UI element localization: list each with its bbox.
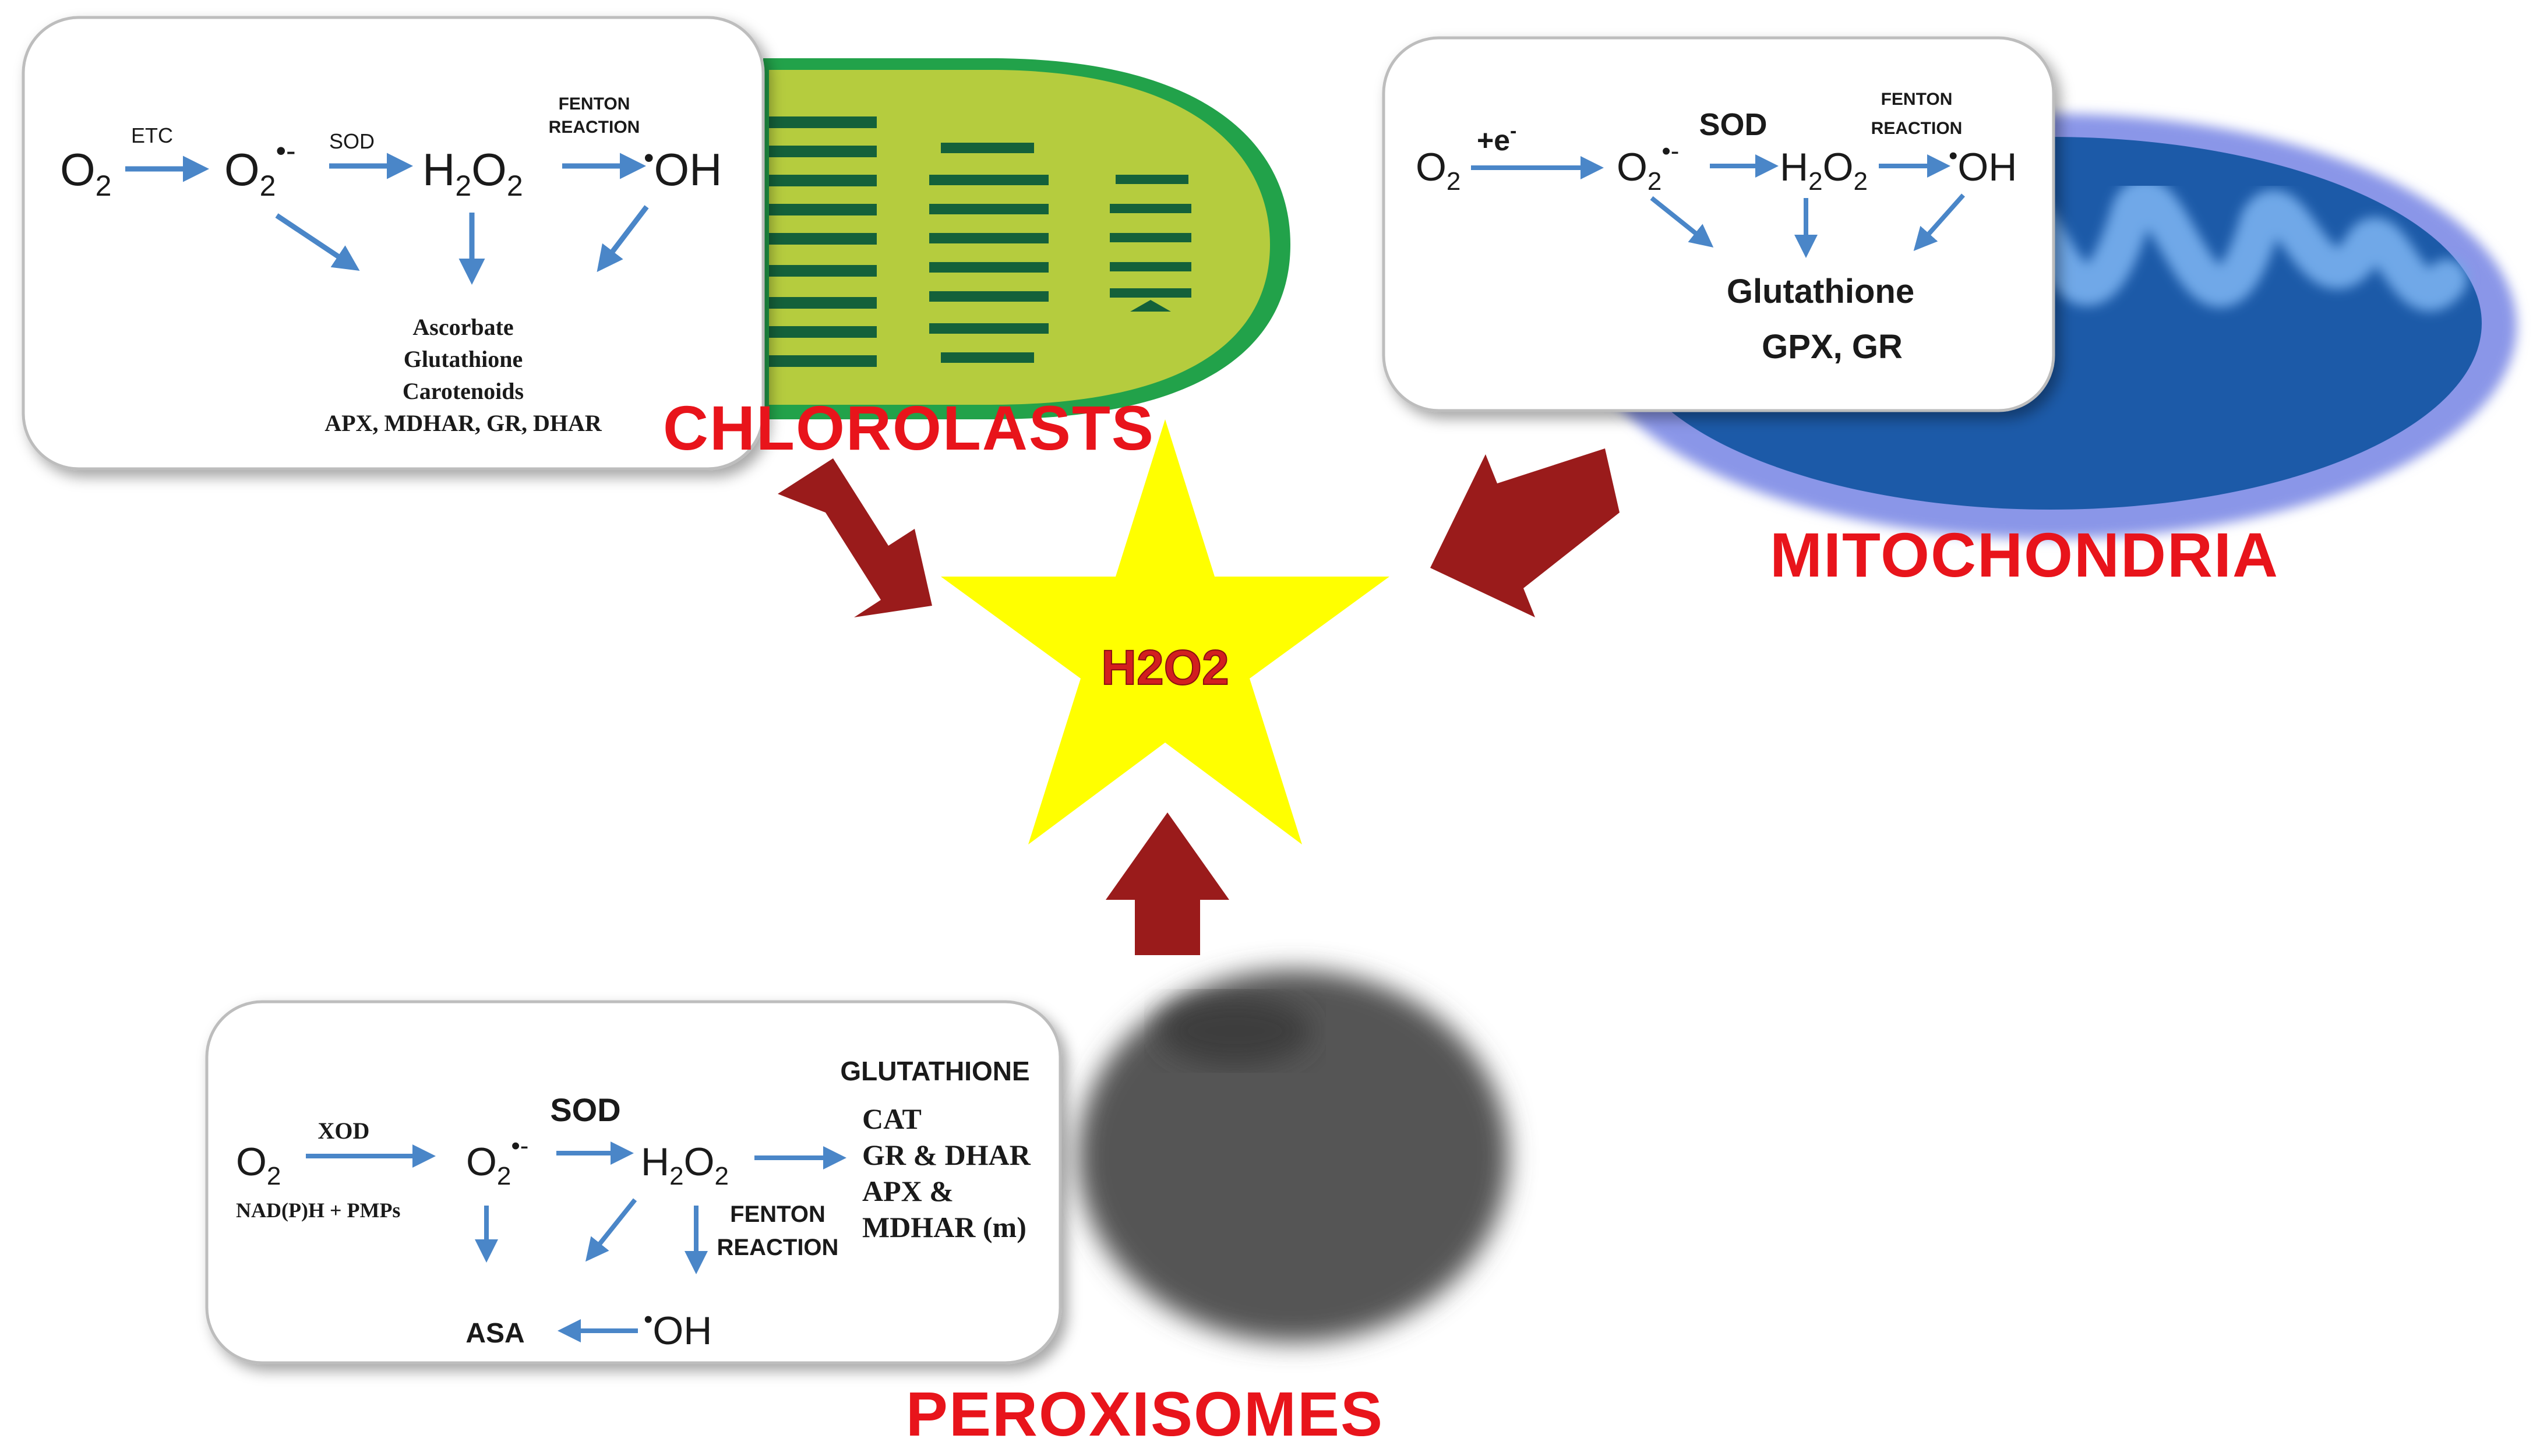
chloro-o2: O2 xyxy=(60,144,111,202)
star-shape xyxy=(941,419,1389,844)
peroxisome-graphic xyxy=(1078,970,1509,1342)
perox-asa-label: ASA xyxy=(465,1318,524,1349)
perox-superoxide: O2•- xyxy=(466,1132,528,1190)
chloro-antioxidant-1: Glutathione xyxy=(404,346,523,372)
chloro-antioxidant-2: Carotenoids xyxy=(403,378,524,404)
chloroplast-graphic xyxy=(763,58,1290,419)
perox-enzyme-3: MDHAR (m) xyxy=(862,1211,1026,1243)
perox-glutathione-label: GLUTATHIONE xyxy=(840,1056,1029,1086)
arrow-from-chloroplasts xyxy=(778,458,932,617)
chloro-h2o2: H2O2 xyxy=(422,144,523,202)
perox-xod-label: XOD xyxy=(318,1118,370,1144)
thylakoid-stacks xyxy=(769,116,1191,367)
perox-fenton-1: FENTON xyxy=(730,1201,825,1227)
chloro-fenton-1: FENTON xyxy=(559,94,630,114)
perox-nadph-label: NAD(P)H + PMPs xyxy=(236,1199,400,1222)
arrow-from-peroxisomes xyxy=(1106,812,1229,955)
center-h2o2-label: H2O2 xyxy=(1101,640,1229,695)
chloro-fenton-2: REACTION xyxy=(549,118,640,137)
chloroplasts-title: CHLOROLASTS xyxy=(663,393,1155,463)
mito-superoxide: O2•- xyxy=(1617,137,1679,196)
mito-arrow-down-right xyxy=(1913,193,1965,251)
mitochondria-card xyxy=(1382,36,2055,412)
peroxisome-box: O2 XOD NAD(P)H + PMPs O2•- SOD H2O2 FENT… xyxy=(205,1000,1062,1365)
mito-fenton-2: REACTION xyxy=(1871,119,1963,138)
chloro-antioxidant-0: Ascorbate xyxy=(412,314,513,340)
chloro-arrow-down-right xyxy=(597,205,649,273)
arrow-from-mitochondria xyxy=(1430,448,1620,617)
mito-sod-label: SOD xyxy=(1699,107,1767,142)
peroxisome-body xyxy=(1078,970,1509,1342)
chloro-oh: •OH xyxy=(644,142,722,195)
mito-antioxidant-2: GPX, GR xyxy=(1762,328,1903,366)
peroxisomes-title: PEROXISOMES xyxy=(906,1379,1384,1449)
perox-arrow-down-mid xyxy=(585,1198,637,1262)
chloro-arrow-down-left xyxy=(275,213,360,271)
chloro-sod-label: SOD xyxy=(329,129,375,153)
perox-enzyme-2: APX & xyxy=(862,1175,954,1207)
perox-oh: •OH xyxy=(644,1305,712,1353)
perox-sod-label: SOD xyxy=(550,1091,620,1128)
perox-h2o2: H2O2 xyxy=(641,1140,729,1190)
mitochondria-title: MITOCHONDRIA xyxy=(1770,520,2279,590)
chloro-antioxidant-3: APX, MDHAR, GR, DHAR xyxy=(324,410,602,436)
chloroplast-card xyxy=(22,16,765,471)
mitochondria-box: O2 +e- O2•- SOD H2O2 FENTON REACTION •OH… xyxy=(1382,36,2055,412)
chloro-superoxide: O2•- xyxy=(224,135,296,202)
mito-arrow-down-left xyxy=(1650,196,1714,248)
mito-electron-label: +e- xyxy=(1477,120,1516,157)
red-arrows xyxy=(778,448,1620,955)
mito-oh: •OH xyxy=(1949,142,2017,189)
perox-enzyme-0: CAT xyxy=(862,1102,922,1135)
h2o2-star: H2O2 xyxy=(941,419,1389,844)
peroxisome-card xyxy=(205,1000,1062,1365)
peroxisome-shade xyxy=(1159,996,1311,1066)
perox-enzyme-1: GR & DHAR xyxy=(862,1139,1031,1171)
mito-antioxidant-1: Glutathione xyxy=(1727,273,1914,310)
chloro-etc-label: ETC xyxy=(131,123,173,147)
mito-h2o2: H2O2 xyxy=(1780,145,1868,196)
perox-o2: O2 xyxy=(236,1140,281,1190)
mito-fenton-1: FENTON xyxy=(1881,90,1953,109)
chloroplast-box: O2 ETC O2•- SOD H2O2 FENTON REACTION •OH… xyxy=(22,16,765,471)
perox-fenton-2: REACTION xyxy=(717,1235,839,1260)
mito-o2: O2 xyxy=(1416,145,1460,196)
